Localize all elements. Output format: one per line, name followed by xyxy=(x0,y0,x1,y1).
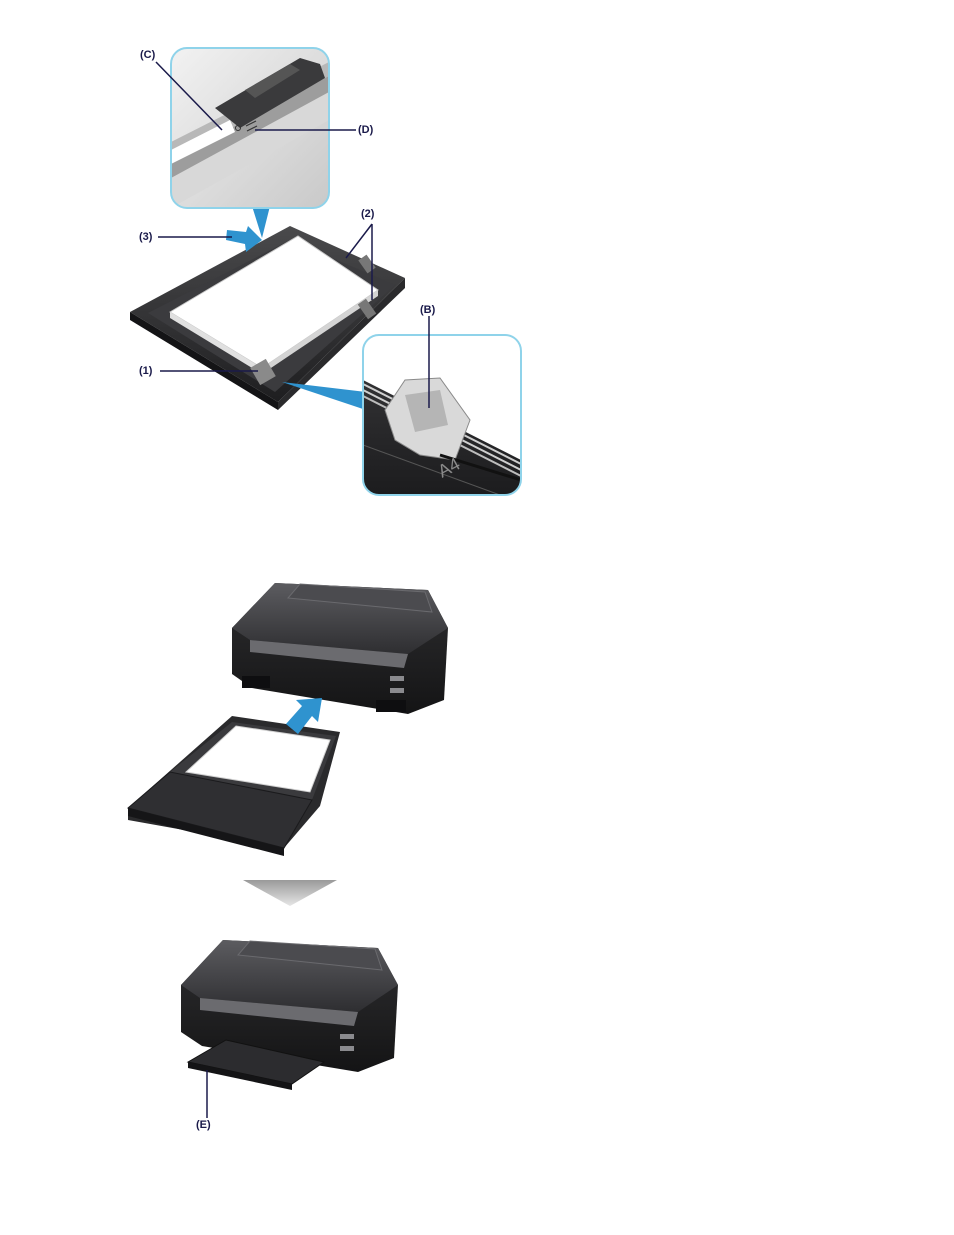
callout-1: (1) xyxy=(139,366,152,377)
callout-b: (B) xyxy=(420,305,435,316)
callout-2: (2) xyxy=(361,209,374,220)
next-step-arrow xyxy=(243,880,337,906)
callout-e: (E) xyxy=(196,1120,211,1131)
callout-c: (C) xyxy=(140,50,155,61)
callout-d: (D) xyxy=(358,125,373,136)
inset-guide-mark-detail: A4 xyxy=(363,335,521,495)
printer-loaded-figure xyxy=(181,940,398,1090)
callout-3: (3) xyxy=(139,232,152,243)
printer-insert-figure xyxy=(128,583,448,856)
inset-paper-guide-detail xyxy=(171,48,329,238)
